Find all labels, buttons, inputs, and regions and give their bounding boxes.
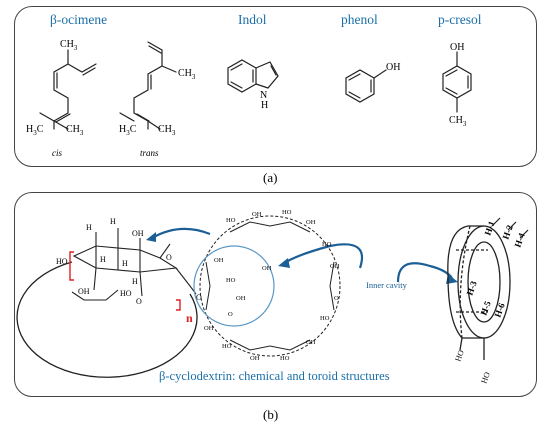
panel-b-frame: [14, 192, 537, 397]
svg-text:H-2: H-2: [500, 223, 515, 241]
svg-text:HO: HO: [226, 217, 236, 224]
svg-text:O: O: [136, 297, 142, 306]
svg-text:O: O: [334, 295, 339, 302]
svg-text:CH3: CH3: [66, 124, 84, 137]
compound-name-ocimene: β-ocimene: [50, 12, 108, 27]
svg-text:HO: HO: [226, 277, 236, 284]
compound-name-phenol: phenol: [341, 12, 378, 27]
svg-text:OH: OH: [306, 339, 316, 346]
svg-text:H-3: H-3: [464, 279, 479, 297]
svg-text:OH: OH: [214, 257, 224, 264]
svg-text:HO: HO: [453, 349, 465, 363]
svg-text:HO: HO: [282, 209, 292, 216]
svg-text:H: H: [100, 255, 106, 264]
svg-text:HO: HO: [479, 371, 491, 385]
svg-text:HO: HO: [320, 315, 330, 322]
svg-text:H3C: H3C: [26, 124, 44, 137]
caption-b: (b): [263, 407, 279, 422]
svg-text:OH: OH: [252, 211, 262, 218]
svg-text:OH: OH: [450, 42, 464, 53]
svg-text:HO: HO: [280, 355, 290, 362]
svg-text:H: H: [122, 259, 128, 268]
phenol-structure: [345, 69, 387, 103]
svg-text:OH: OH: [330, 263, 340, 270]
svg-text:H: H: [86, 223, 92, 232]
svg-text:OH: OH: [306, 219, 316, 226]
svg-text:CH3: CH3: [158, 124, 176, 137]
caption-a: (a): [263, 170, 278, 185]
svg-text:CH3: CH3: [449, 115, 467, 128]
svg-text:H: H: [132, 277, 138, 286]
svg-text:H: H: [110, 217, 116, 226]
svg-text:OH: OH: [236, 295, 246, 302]
svg-text:H-1: H-1: [482, 219, 497, 237]
svg-text:H: H: [261, 100, 268, 111]
cis-ocimene-structure: [39, 49, 97, 130]
trans-ocimene-structure: [119, 41, 177, 130]
p-cresol-structure: [442, 51, 472, 113]
svg-text:O: O: [196, 293, 202, 302]
svg-text:CH3: CH3: [60, 39, 78, 52]
svg-text:OH: OH: [386, 62, 400, 73]
svg-text:OH: OH: [250, 355, 260, 362]
svg-text:N: N: [260, 90, 267, 101]
svg-text:H-5: H-5: [478, 299, 493, 317]
cyclodextrin-title: β-cyclodextrin: chemical and toroid stru…: [159, 369, 390, 383]
svg-text:OH: OH: [132, 229, 144, 238]
label-cis: cis: [52, 148, 62, 158]
svg-text:O: O: [166, 253, 172, 262]
svg-text:OH: OH: [204, 325, 214, 332]
svg-text:HO: HO: [120, 289, 132, 298]
svg-text:H-4: H-4: [512, 231, 527, 249]
panel-a-frame: [14, 6, 537, 167]
svg-text:H-6: H-6: [492, 301, 507, 319]
svg-text:HO: HO: [322, 241, 332, 248]
svg-text:OH: OH: [78, 287, 90, 296]
label-trans: trans: [140, 148, 159, 158]
indole-structure: [227, 59, 279, 93]
repeat-unit-n: n: [186, 311, 193, 325]
compound-name-indol: Indol: [238, 12, 267, 27]
inner-cavity-label: Inner cavity: [366, 280, 408, 290]
svg-text:O: O: [228, 311, 233, 318]
svg-text:H3C: H3C: [119, 124, 137, 137]
svg-text:HO: HO: [56, 257, 68, 266]
svg-text:HO: HO: [222, 343, 232, 350]
svg-text:OH: OH: [262, 265, 272, 272]
svg-text:CH3: CH3: [178, 68, 196, 81]
highlight-circle: [193, 245, 275, 327]
compound-name-p-cresol: p-cresol: [438, 12, 482, 27]
